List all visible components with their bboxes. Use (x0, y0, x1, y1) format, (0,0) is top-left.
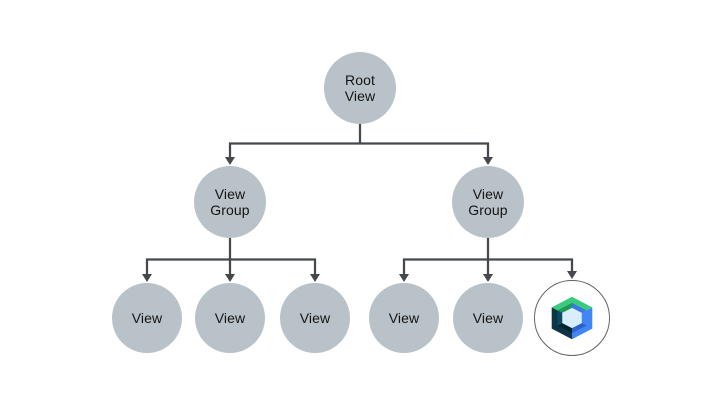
node-compose (534, 280, 610, 356)
node-label: View (299, 309, 331, 326)
node-label: View (131, 309, 163, 326)
node-view-group-left: View Group (194, 166, 266, 238)
jetpack-compose-icon (551, 296, 593, 340)
arrowhead-view-5 (483, 274, 493, 282)
node-label: View (214, 309, 246, 326)
connector-level2-left (145, 258, 317, 276)
node-view-4: View (369, 283, 439, 353)
node-view-5: View (453, 283, 523, 353)
arrowhead-view-3 (310, 274, 320, 282)
node-view-1: View (112, 283, 182, 353)
arrowhead-compose (567, 271, 577, 279)
node-label: Root View (344, 71, 376, 105)
node-root-view: Root View (324, 52, 396, 124)
arrowhead-group-left (225, 157, 235, 165)
arrowhead-view-1 (142, 274, 152, 282)
node-label: View (472, 309, 504, 326)
arrowhead-view-4 (399, 274, 409, 282)
node-label: View Group (468, 185, 508, 219)
node-view-group-right: View Group (452, 166, 524, 238)
connector-level1 (228, 142, 490, 158)
arrowhead-view-2 (225, 274, 235, 282)
node-view-3: View (280, 283, 350, 353)
node-label: View (388, 309, 420, 326)
arrowhead-group-right (483, 157, 493, 165)
node-label: View Group (210, 185, 250, 219)
node-view-2: View (195, 283, 265, 353)
connector-level2-right (402, 258, 574, 276)
